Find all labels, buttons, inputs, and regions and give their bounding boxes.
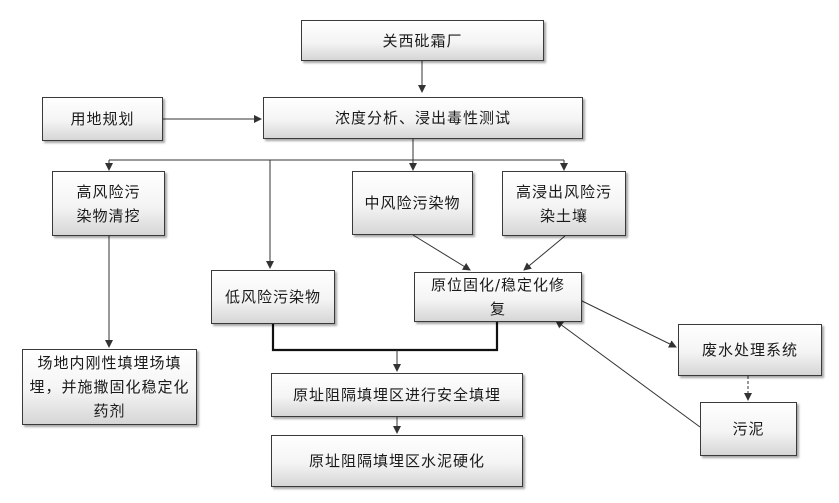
node-high-leach-label: 高浸出风险污染土壤: [515, 182, 612, 225]
node-cement-label: 原址阻隔填埋区水泥硬化: [308, 452, 485, 470]
node-low-risk: 低风险污染物: [211, 270, 335, 324]
line-merge-to-landfill: [271, 322, 499, 352]
node-factory: 关西砒霜厂: [301, 20, 544, 61]
node-wastewater-label: 废水处理系统: [701, 341, 798, 359]
node-sludge: 污泥: [700, 402, 797, 456]
node-mid-risk: 中风险污染物: [352, 171, 473, 235]
node-cement: 原址阻隔填埋区水泥硬化: [271, 435, 523, 487]
node-safe-landfill: 原址阻隔填埋区进行安全填埋: [271, 373, 523, 417]
node-mid-risk-label: 中风险污染物: [364, 194, 461, 212]
node-sludge-label: 污泥: [732, 420, 765, 438]
node-landfill-site-label: 场地内刚性填埋场填埋，并施撒固化稳定化药剂: [29, 354, 190, 420]
node-land-plan: 用地规划: [42, 97, 163, 141]
node-analysis: 浓度分析、浸出毒性测试: [263, 97, 583, 139]
arrow-highleach-to-stabilize: [523, 235, 566, 271]
node-landfill-site: 场地内刚性填埋场填埋，并施撒固化稳定化药剂: [22, 349, 197, 425]
node-stabilize: 原位固化/稳定化修复: [414, 272, 582, 322]
node-wastewater: 废水处理系统: [678, 324, 822, 376]
arrow-sludge-to-stabilize: [555, 320, 701, 428]
node-high-risk-label: 高风险污染物清挖: [76, 182, 141, 225]
node-high-leach: 高浸出风险污染土壤: [502, 171, 626, 236]
node-stabilize-label: 原位固化/稳定化修复: [430, 276, 566, 318]
node-analysis-label: 浓度分析、浸出毒性测试: [334, 109, 511, 127]
node-low-risk-label: 低风险污染物: [224, 288, 321, 306]
node-safe-landfill-label: 原址阻隔填埋区进行安全填埋: [292, 386, 501, 404]
node-land-plan-label: 用地规划: [70, 110, 135, 128]
node-factory-label: 关西砒霜厂: [382, 31, 463, 50]
arrow-midrisk-to-stabilize: [412, 234, 471, 271]
arrow-stabilize-to-wastewater: [579, 299, 677, 348]
node-high-risk: 高风险污染物清挖: [52, 171, 165, 236]
